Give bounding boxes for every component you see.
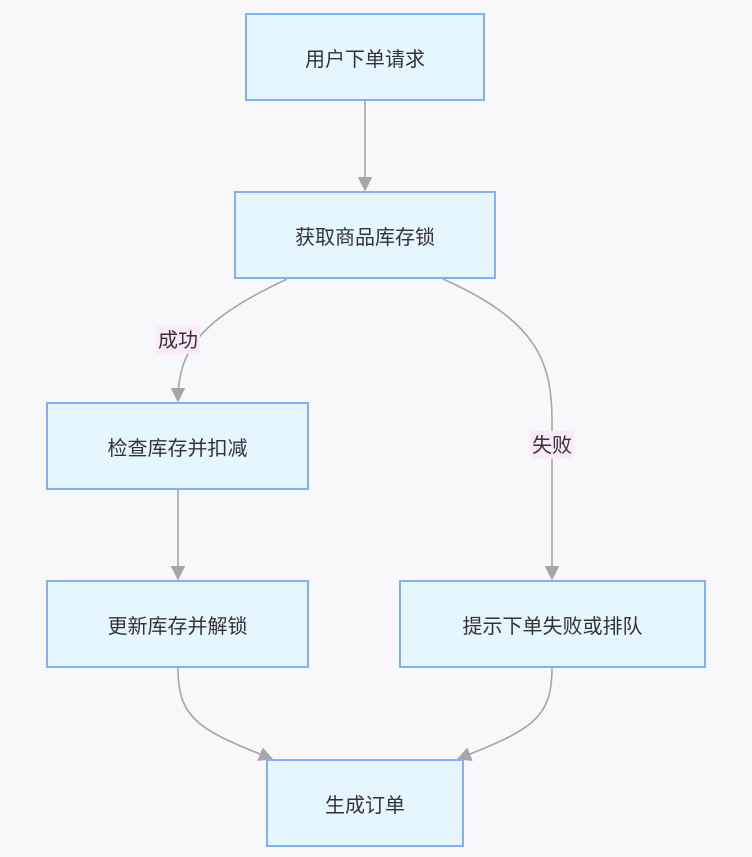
edge-label-failure: 失败 [530, 431, 574, 459]
node-acquire-stock-lock: 获取商品库存锁 [234, 191, 496, 279]
node-label: 更新库存并解锁 [107, 613, 248, 638]
edge-update-to-order [177, 667, 274, 761]
node-update-stock-and-unlock: 更新库存并解锁 [46, 580, 309, 668]
edge-fail-to-order [456, 667, 553, 761]
node-label: 提示下单失败或排队 [462, 613, 643, 638]
node-create-order: 生成订单 [266, 759, 464, 847]
edge-label-success: 成功 [156, 326, 200, 354]
node-user-order-request: 用户下单请求 [245, 13, 485, 101]
edge-lock-to-fail [442, 278, 560, 581]
node-label: 生成订单 [325, 792, 405, 817]
node-label: 检查库存并扣减 [107, 435, 248, 460]
node-label: 用户下单请求 [305, 46, 425, 71]
node-notify-failure-or-queue: 提示下单失败或排队 [399, 580, 706, 668]
node-check-and-deduct-stock: 检查库存并扣减 [46, 402, 309, 490]
node-label: 获取商品库存锁 [295, 224, 435, 249]
